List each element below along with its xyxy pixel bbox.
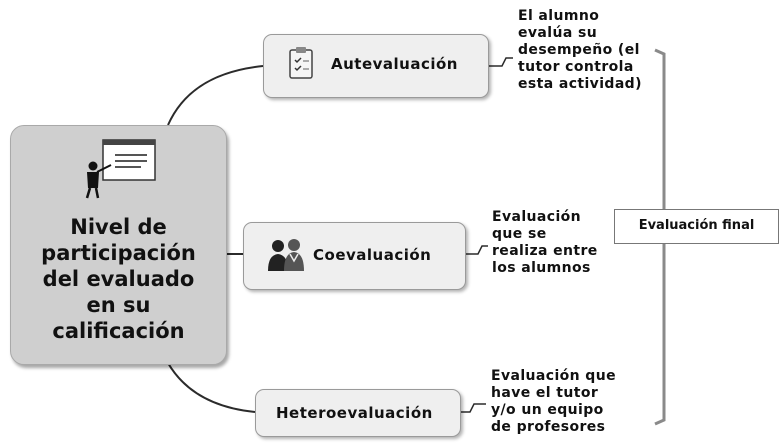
branch-autoevaluacion: Autevaluación: [263, 34, 489, 98]
branch-coevaluacion: Coevaluación: [243, 222, 466, 290]
note-heteroevaluacion: Evaluación que have el tutor y/o un equi…: [491, 368, 616, 435]
central-title: Nivel de participación del evaluado en s…: [41, 215, 196, 343]
central-topic: Nivel de participación del evaluado en s…: [10, 125, 227, 365]
evaluacion-final-box: Evaluación final: [614, 209, 779, 244]
branch-label: Autevaluación: [331, 55, 458, 73]
people-group-icon: [268, 239, 304, 271]
branch-heteroevaluacion: Heteroevaluación: [255, 389, 461, 437]
clipboard-checklist-icon: [289, 47, 313, 79]
branch-label: Heteroevaluación: [276, 404, 433, 422]
note-autoevaluacion: El alumno evalúa su desempeño (el tutor …: [518, 8, 642, 92]
presenter-board-icon: [85, 139, 156, 199]
branch-label: Coevaluación: [313, 246, 432, 264]
evaluacion-final-label: Evaluación final: [638, 218, 755, 233]
note-coevaluacion: Evaluación que se realiza entre los alum…: [492, 209, 598, 276]
